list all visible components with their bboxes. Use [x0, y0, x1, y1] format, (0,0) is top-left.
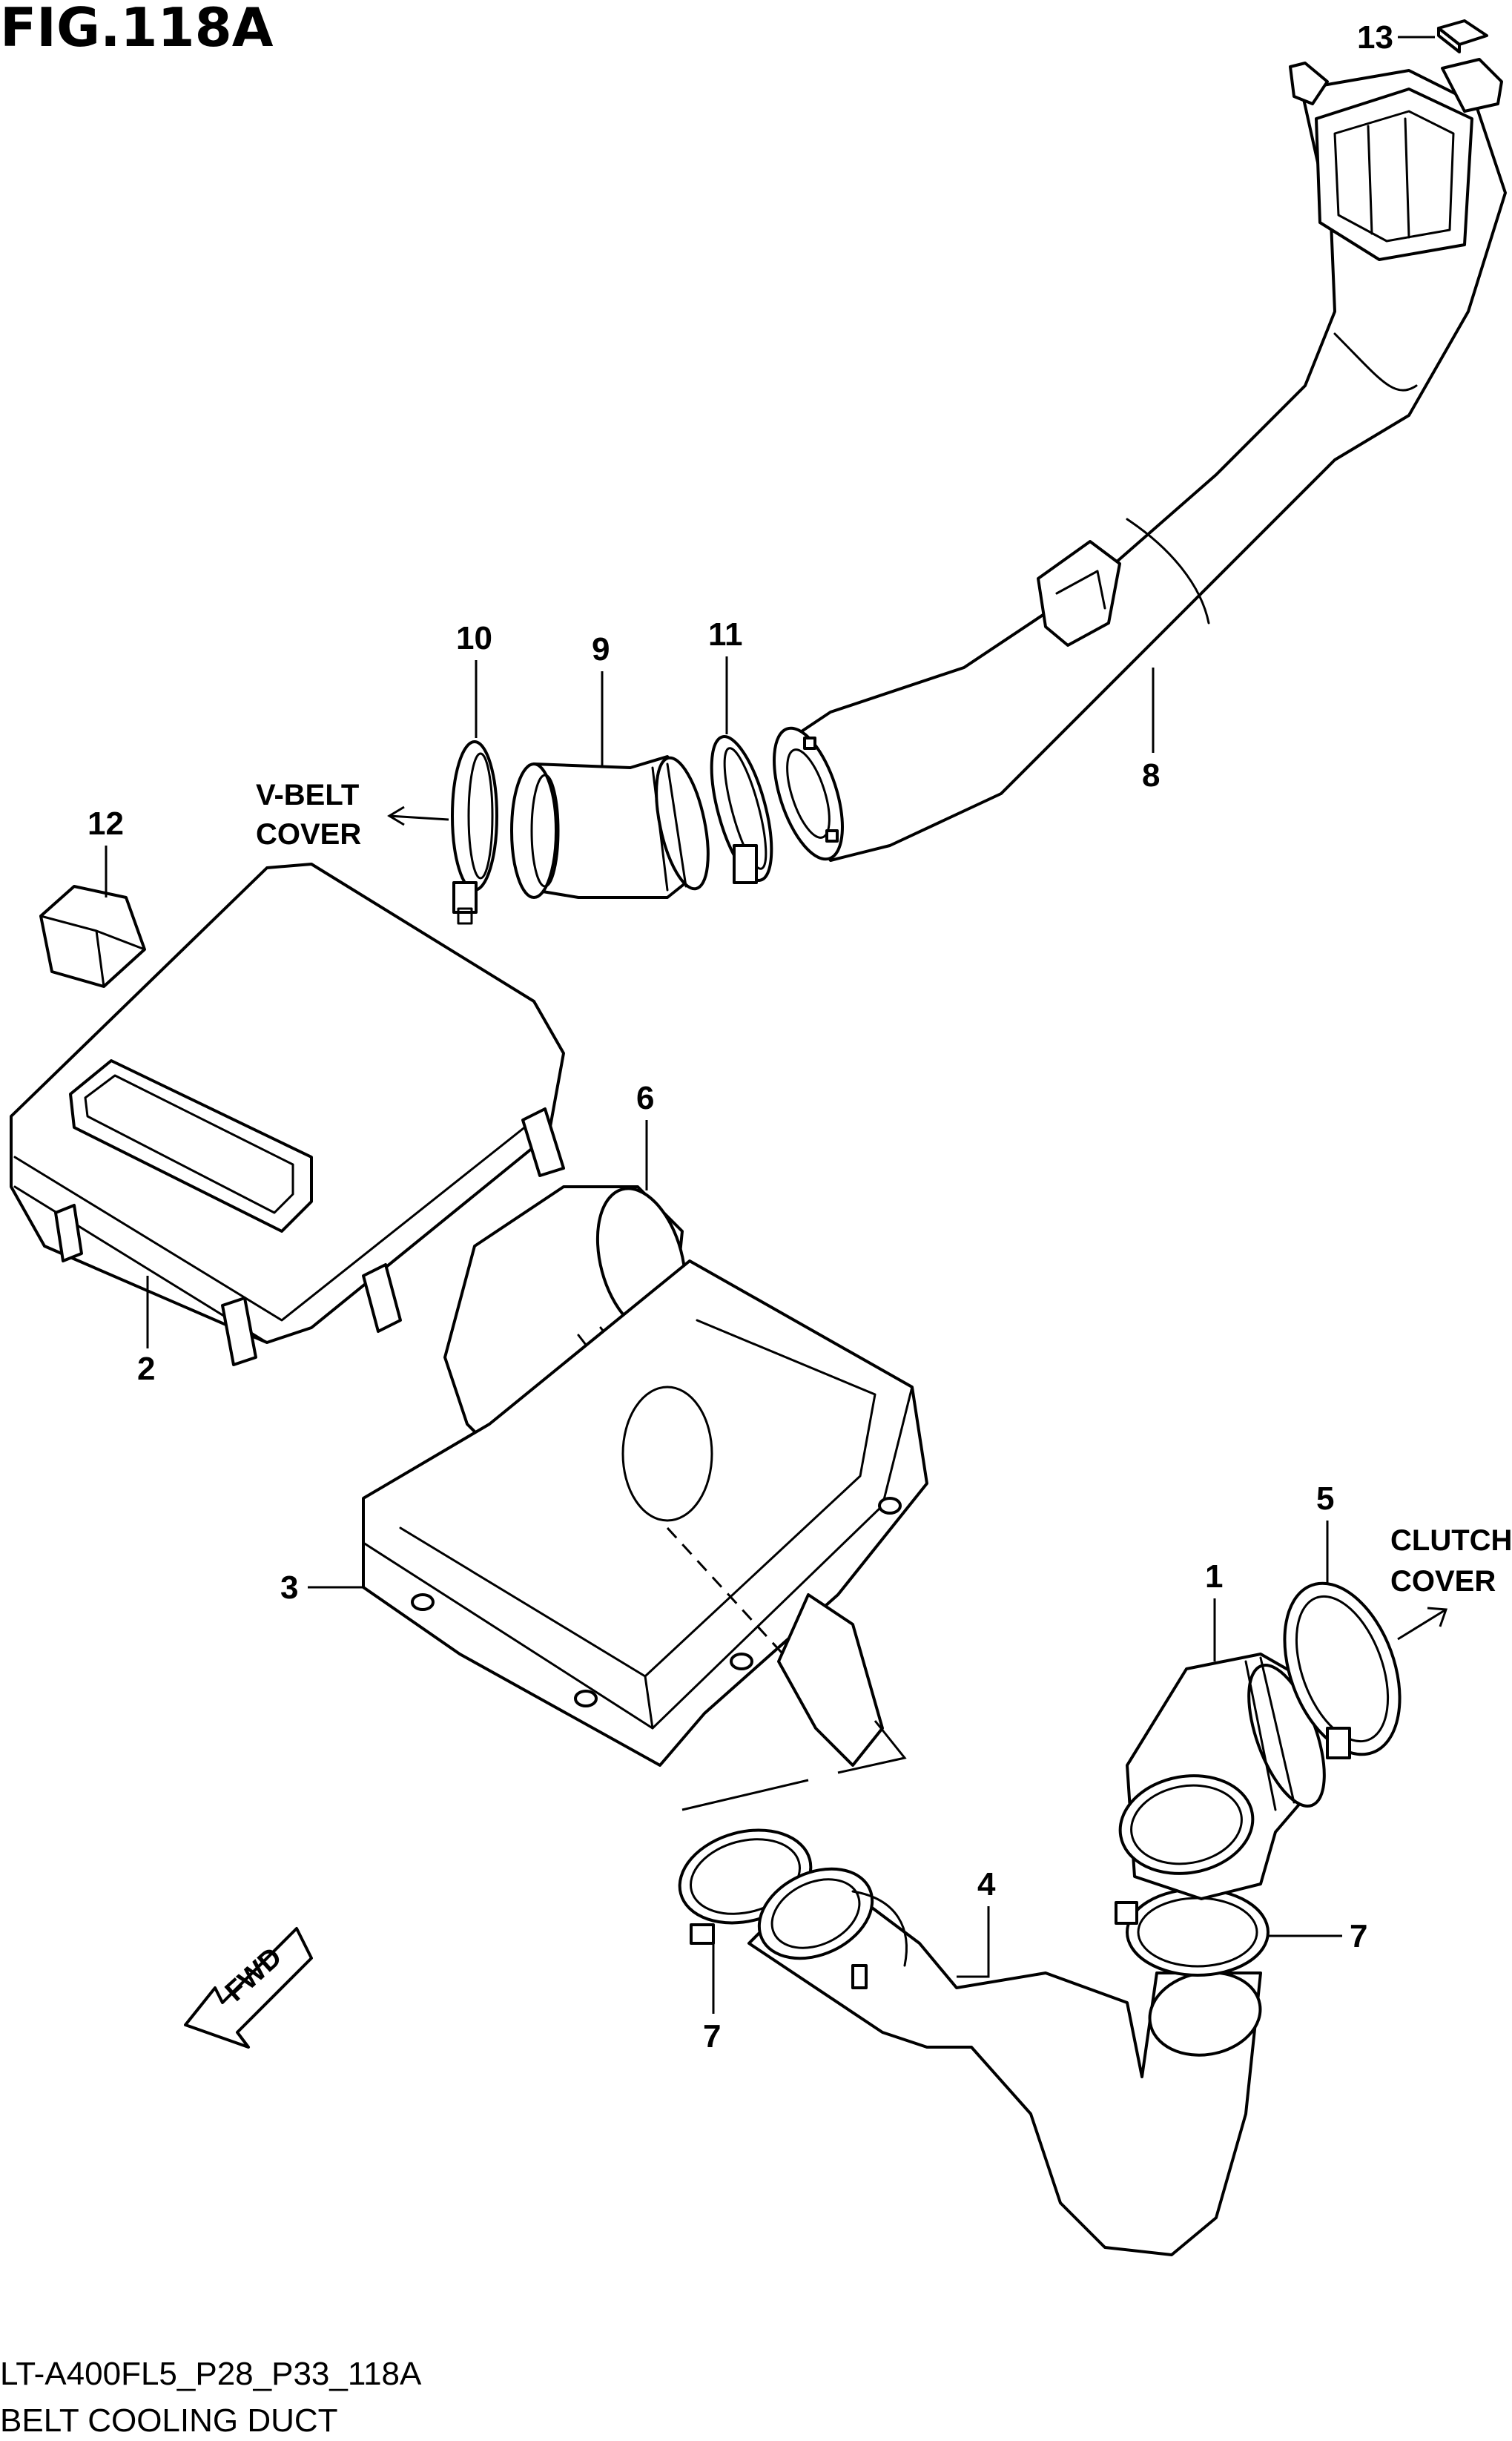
- callout-6: 6: [636, 1080, 654, 1116]
- v-belt-arrow-icon: [387, 806, 449, 826]
- clutch-arrow-icon: [1397, 1607, 1448, 1641]
- part-5-clamp: [1283, 1581, 1402, 1759]
- part-9-hose: [510, 755, 710, 899]
- part-7-clamp-right: [1115, 1888, 1270, 1977]
- callout-7-left: 7: [703, 2018, 721, 2055]
- footer-caption: BELT COOLING DUCT: [0, 2402, 338, 2439]
- callout-9: 9: [592, 631, 610, 668]
- callout-3: 3: [280, 1569, 298, 1606]
- part-11-clamp: [710, 735, 773, 884]
- callout-13: 13: [1357, 19, 1393, 56]
- divider-line: [681, 1720, 907, 1811]
- callout-8: 8: [1142, 757, 1160, 794]
- clutch-label-2: COVER: [1390, 1565, 1496, 1598]
- callout-12: 12: [88, 806, 124, 842]
- v-belt-cover-note: V-BELT COVER: [256, 779, 449, 851]
- callout-10: 10: [456, 620, 492, 656]
- callout-5: 5: [1316, 1480, 1334, 1517]
- part-10-clamp: [451, 740, 498, 925]
- clutch-label-1: CLUTCH: [1390, 1524, 1512, 1557]
- v-belt-label-2: COVER: [256, 818, 361, 851]
- v-belt-label-1: V-BELT: [256, 779, 359, 811]
- callouts: 13 10 9 11 8 12 6 2 3 5 1 4 7 7: [88, 19, 1435, 2055]
- callout-1: 1: [1205, 1558, 1223, 1595]
- part-3-base: [362, 1259, 928, 1767]
- fwd-arrow-icon: FWD: [184, 1927, 313, 2049]
- callout-11: 11: [708, 616, 743, 653]
- clutch-cover-note: CLUTCH COVER: [1390, 1524, 1512, 1641]
- callout-7-right: 7: [1350, 1918, 1367, 1954]
- figure-title: FIG.118A: [0, 0, 274, 59]
- callout-2: 2: [137, 1351, 155, 1387]
- part-4-hose: [747, 1867, 1262, 2256]
- part-1-elbow: [1118, 1653, 1326, 1900]
- part-13-pad: [1437, 19, 1488, 53]
- part-8-duct: [773, 58, 1507, 862]
- part-12-pad: [39, 885, 146, 988]
- callout-4: 4: [977, 1866, 996, 1903]
- part-2-cover: [10, 863, 565, 1366]
- footer-code: LT-A400FL5_P28_P33_118A: [0, 2356, 422, 2392]
